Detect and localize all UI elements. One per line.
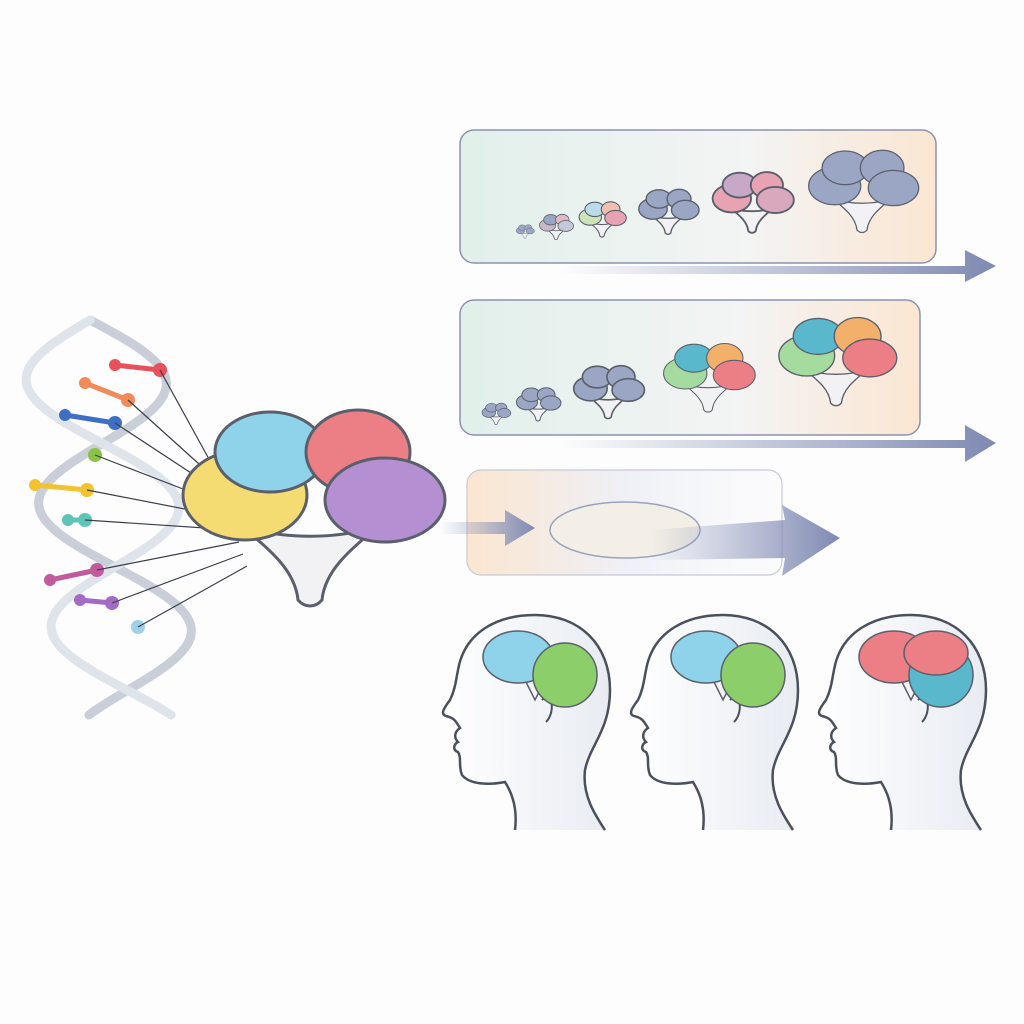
- panel-brain: [808, 149, 920, 234]
- brain-lobe: [755, 186, 795, 214]
- gene-marker: [29, 479, 41, 491]
- gene-marker: [59, 409, 71, 421]
- arrow-3a: [440, 510, 535, 546]
- brain-lobe: [557, 220, 574, 232]
- head-profile: [441, 613, 612, 831]
- brain-lobe: [525, 227, 535, 235]
- panel-brain: [578, 201, 627, 238]
- gene-marker-bar: [114, 362, 161, 373]
- brain-stem: [525, 406, 551, 422]
- brain-stem: [238, 523, 382, 608]
- panel-1-brains: [515, 149, 920, 241]
- gene-marker: [44, 574, 56, 586]
- growth-panel-2: [459, 299, 996, 462]
- panel-brain: [638, 188, 700, 236]
- dna-strand: [34, 315, 196, 720]
- brain-lobe: [712, 359, 756, 391]
- brain-stem: [519, 232, 531, 239]
- central-brain: [181, 408, 447, 608]
- head-profiles: [441, 613, 988, 831]
- head-brain: [858, 630, 974, 708]
- panel-brain: [778, 316, 898, 407]
- head-profile: [817, 613, 988, 831]
- gene-marker-bar: [84, 380, 129, 403]
- brain-lobe: [611, 377, 646, 403]
- connector-line: [96, 541, 240, 571]
- panel-brain: [711, 171, 795, 234]
- connector-line: [137, 565, 248, 628]
- brain-stem: [546, 228, 566, 241]
- brain-region: [903, 630, 969, 676]
- gene-marker: [109, 359, 121, 371]
- brain-stem: [803, 368, 869, 407]
- gene-marker-bar: [64, 412, 116, 426]
- brain-stem: [588, 221, 616, 238]
- connector-line: [111, 553, 244, 604]
- dna-helix: [21, 315, 196, 720]
- brain-lobe: [497, 408, 512, 418]
- brain-lobe: [540, 395, 562, 411]
- growth-panel-3: [440, 469, 840, 576]
- brain-stem: [588, 395, 628, 420]
- dna-strand: [21, 315, 184, 720]
- connector-line: [159, 369, 216, 471]
- brain-region: [532, 642, 598, 708]
- panel-brain: [481, 402, 512, 425]
- brain-region: [720, 642, 786, 708]
- brain-stem: [651, 215, 685, 236]
- head-brain: [670, 630, 786, 708]
- arrow-2: [560, 425, 996, 462]
- head-profile: [629, 613, 800, 831]
- brain-lobe: [842, 338, 898, 378]
- gene-marker: [62, 514, 74, 526]
- panel-2-brains: [481, 316, 898, 425]
- gene-marker-bar: [49, 567, 98, 583]
- growth-panel-1: [459, 129, 996, 282]
- brain-lobe: [323, 456, 447, 544]
- central-brain-drawing: [181, 408, 447, 608]
- arrow-1: [560, 250, 996, 282]
- panel-brain: [515, 387, 562, 422]
- brain-stem: [831, 197, 893, 234]
- gene-marker: [74, 594, 86, 606]
- brain-stem: [682, 383, 734, 413]
- head-brain: [482, 630, 598, 708]
- gene-marker-bar: [34, 482, 88, 493]
- panel-brain: [572, 364, 646, 420]
- brain-lobe: [670, 199, 700, 221]
- gene-marker: [79, 377, 91, 389]
- panel-brain: [539, 213, 574, 241]
- panel-brain: [663, 342, 756, 413]
- panel-brain: [515, 224, 535, 239]
- brain-lobe: [604, 209, 627, 227]
- brain-stem: [487, 415, 505, 425]
- brain-lobe: [867, 169, 920, 207]
- panel-frame: [459, 129, 937, 264]
- brain-stem: [729, 206, 775, 234]
- arrow-3b: [650, 505, 840, 576]
